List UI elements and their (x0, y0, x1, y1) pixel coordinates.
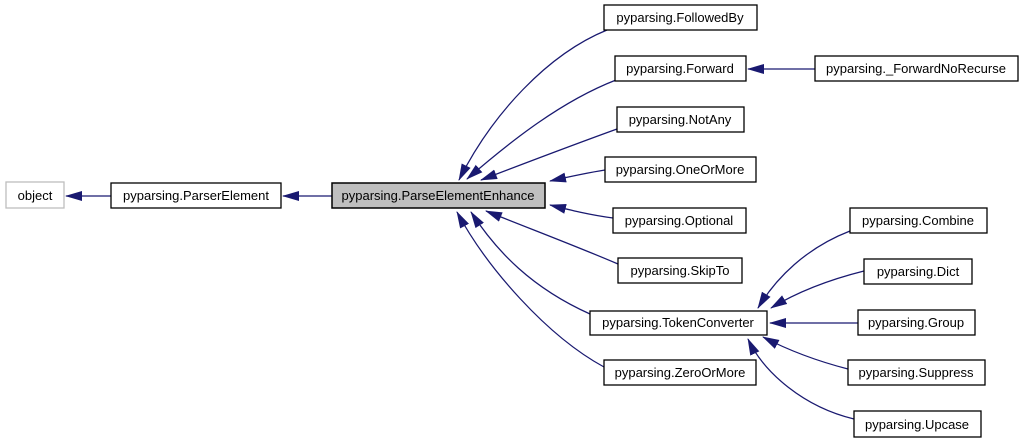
node-pyparsing-followedby[interactable]: pyparsing.FollowedBy (603, 4, 758, 31)
node-label: pyparsing.SkipTo (631, 263, 730, 278)
node-label: pyparsing.Forward (626, 61, 734, 76)
node-pyparsing-zeroormore[interactable]: pyparsing.ZeroOrMore (603, 359, 757, 386)
node-pyparsing-notany[interactable]: pyparsing.NotAny (616, 106, 745, 133)
node-object: object (5, 181, 65, 209)
node-label: pyparsing.ParseElementEnhance (342, 188, 535, 203)
edge-dict-to-tokenconverter (770, 270, 865, 309)
node-pyparsing-oneormore[interactable]: pyparsing.OneOrMore (604, 156, 757, 183)
edge-skipto-to-parseelementenhance (485, 210, 619, 265)
node-label: pyparsing.FollowedBy (616, 10, 744, 25)
node-box[interactable] (853, 410, 982, 438)
node-box[interactable] (814, 55, 1019, 82)
node-pyparsing-parserelement[interactable]: pyparsing.ParserElement (110, 182, 282, 209)
node-box[interactable] (847, 359, 986, 386)
edge-optional-to-parseelementenhance (549, 204, 614, 219)
node-box[interactable] (612, 207, 747, 234)
node-pyparsing-combine[interactable]: pyparsing.Combine (849, 207, 988, 234)
edge-followedby-to-parseelementenhance (458, 29, 608, 181)
node-label: pyparsing.OneOrMore (616, 162, 745, 177)
node-box[interactable] (331, 182, 546, 209)
node-pyparsing-tokenconverter[interactable]: pyparsing.TokenConverter (589, 310, 768, 336)
edge-zeroormore-to-parseelementenhance (456, 211, 605, 368)
node-box (5, 181, 65, 209)
node-box[interactable] (616, 106, 745, 133)
node-label: pyparsing.ZeroOrMore (615, 365, 746, 380)
node-label: pyparsing.Suppress (859, 365, 974, 380)
node-label: pyparsing.ParserElement (123, 188, 269, 203)
node-box[interactable] (863, 258, 973, 285)
node-box[interactable] (857, 309, 976, 336)
edge-notany-to-parseelementenhance (480, 128, 618, 181)
edge-forward-to-parseelementenhance (466, 79, 617, 180)
node-box[interactable] (589, 310, 768, 336)
node-pyparsing-dict[interactable]: pyparsing.Dict (863, 258, 973, 285)
node-box[interactable] (617, 257, 743, 284)
node-pyparsing-forward[interactable]: pyparsing.Forward (614, 55, 747, 82)
edge-oneormore-to-parseelementenhance (549, 169, 606, 183)
node-label: pyparsing.NotAny (629, 112, 732, 127)
nodes: object pyparsing.ParserElement pyparsing… (5, 4, 1019, 438)
node-pyparsing-group[interactable]: pyparsing.Group (857, 309, 976, 336)
node-pyparsing-skipto[interactable]: pyparsing.SkipTo (617, 257, 743, 284)
node-pyparsing-upcase[interactable]: pyparsing.Upcase (853, 410, 982, 438)
node-box[interactable] (604, 156, 757, 183)
node-box[interactable] (603, 359, 757, 386)
node-pyparsing-parseelementenhance-selected[interactable]: pyparsing.ParseElementEnhance (331, 182, 546, 209)
edge-upcase-to-tokenconverter (747, 338, 855, 420)
node-label: pyparsing.Dict (877, 264, 960, 279)
node-pyparsing-optional[interactable]: pyparsing.Optional (612, 207, 747, 234)
node-label: pyparsing.Group (868, 315, 964, 330)
node-label: object (18, 188, 53, 203)
node-label: pyparsing.Upcase (865, 417, 969, 432)
edge-tokenconverter-to-parseelementenhance (470, 211, 591, 315)
node-label: pyparsing.TokenConverter (602, 315, 754, 330)
node-box[interactable] (110, 182, 282, 209)
node-pyparsing-forwardnorecurse[interactable]: pyparsing._ForwardNoRecurse (814, 55, 1019, 82)
node-pyparsing-suppress[interactable]: pyparsing.Suppress (847, 359, 986, 386)
node-box[interactable] (603, 4, 758, 31)
node-box[interactable] (849, 207, 988, 234)
node-label: pyparsing._ForwardNoRecurse (826, 61, 1006, 76)
edges (65, 29, 865, 420)
node-label: pyparsing.Combine (862, 213, 974, 228)
node-box[interactable] (614, 55, 747, 82)
edge-combine-to-tokenconverter (757, 230, 851, 309)
edge-suppress-to-tokenconverter (762, 336, 849, 370)
node-label: pyparsing.Optional (625, 213, 734, 228)
